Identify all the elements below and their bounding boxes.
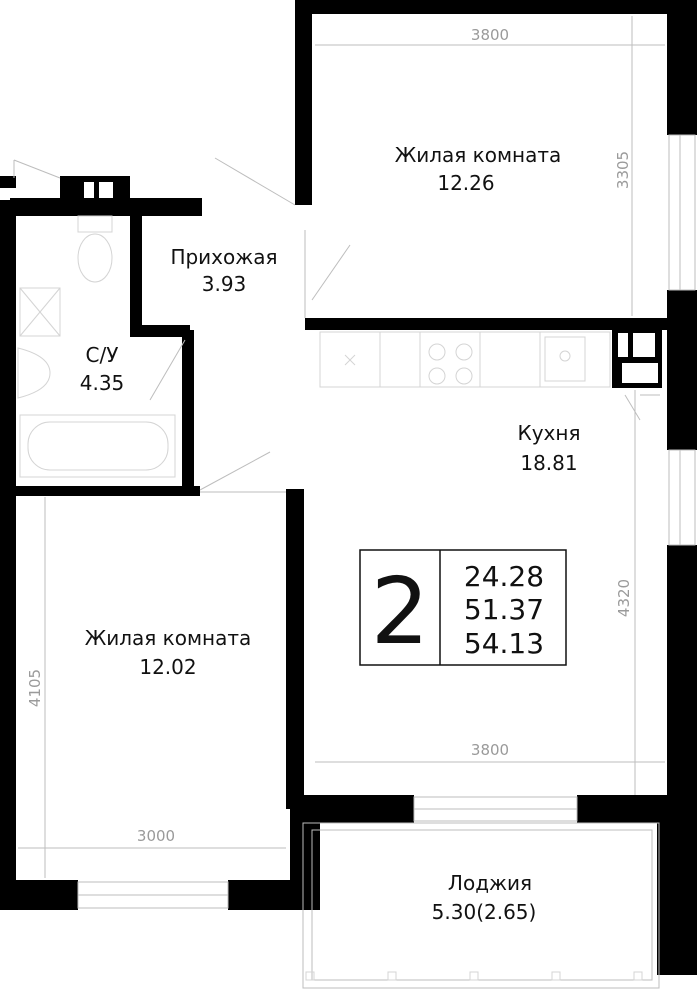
door-swings	[149, 157, 660, 493]
room-area-bedroom-bottom: 12.02	[139, 655, 196, 679]
dim-bottom-width: 3000	[137, 827, 175, 845]
room-area-kitchen: 18.81	[520, 451, 577, 475]
room-name-bathroom: С/У	[86, 343, 119, 367]
total-with-loggia: 54.13	[464, 627, 544, 660]
dimension-lines	[18, 16, 665, 878]
room-name-hallway: Прихожая	[170, 245, 277, 269]
room-name-kitchen: Кухня	[518, 421, 581, 445]
room-name-bedroom-top: Жилая комната	[395, 143, 562, 167]
room-name-loggia: Лоджия	[448, 871, 532, 895]
dim-kitchen-width: 3800	[471, 741, 509, 759]
dim-bottom-height: 4105	[26, 669, 44, 707]
room-area-loggia: 5.30(2.65)	[432, 900, 537, 924]
living-area: 24.28	[464, 560, 544, 593]
room-area-hallway: 3.93	[202, 272, 247, 296]
dim-top-width: 3800	[471, 26, 509, 44]
room-area-bedroom-top: 12.26	[437, 171, 494, 195]
fixtures	[17, 215, 643, 981]
dim-kitchen-height: 4320	[615, 579, 633, 617]
total-area: 51.37	[464, 593, 544, 626]
dim-top-height: 3305	[614, 151, 632, 189]
walls	[0, 0, 697, 975]
room-name-bedroom-bottom: Жилая комната	[85, 626, 252, 650]
summary-badge: 2 24.28 51.37 54.13	[359, 549, 567, 666]
windows	[13, 134, 696, 989]
room-area-bathroom: 4.35	[80, 371, 125, 395]
rooms-count: 2	[371, 558, 430, 665]
